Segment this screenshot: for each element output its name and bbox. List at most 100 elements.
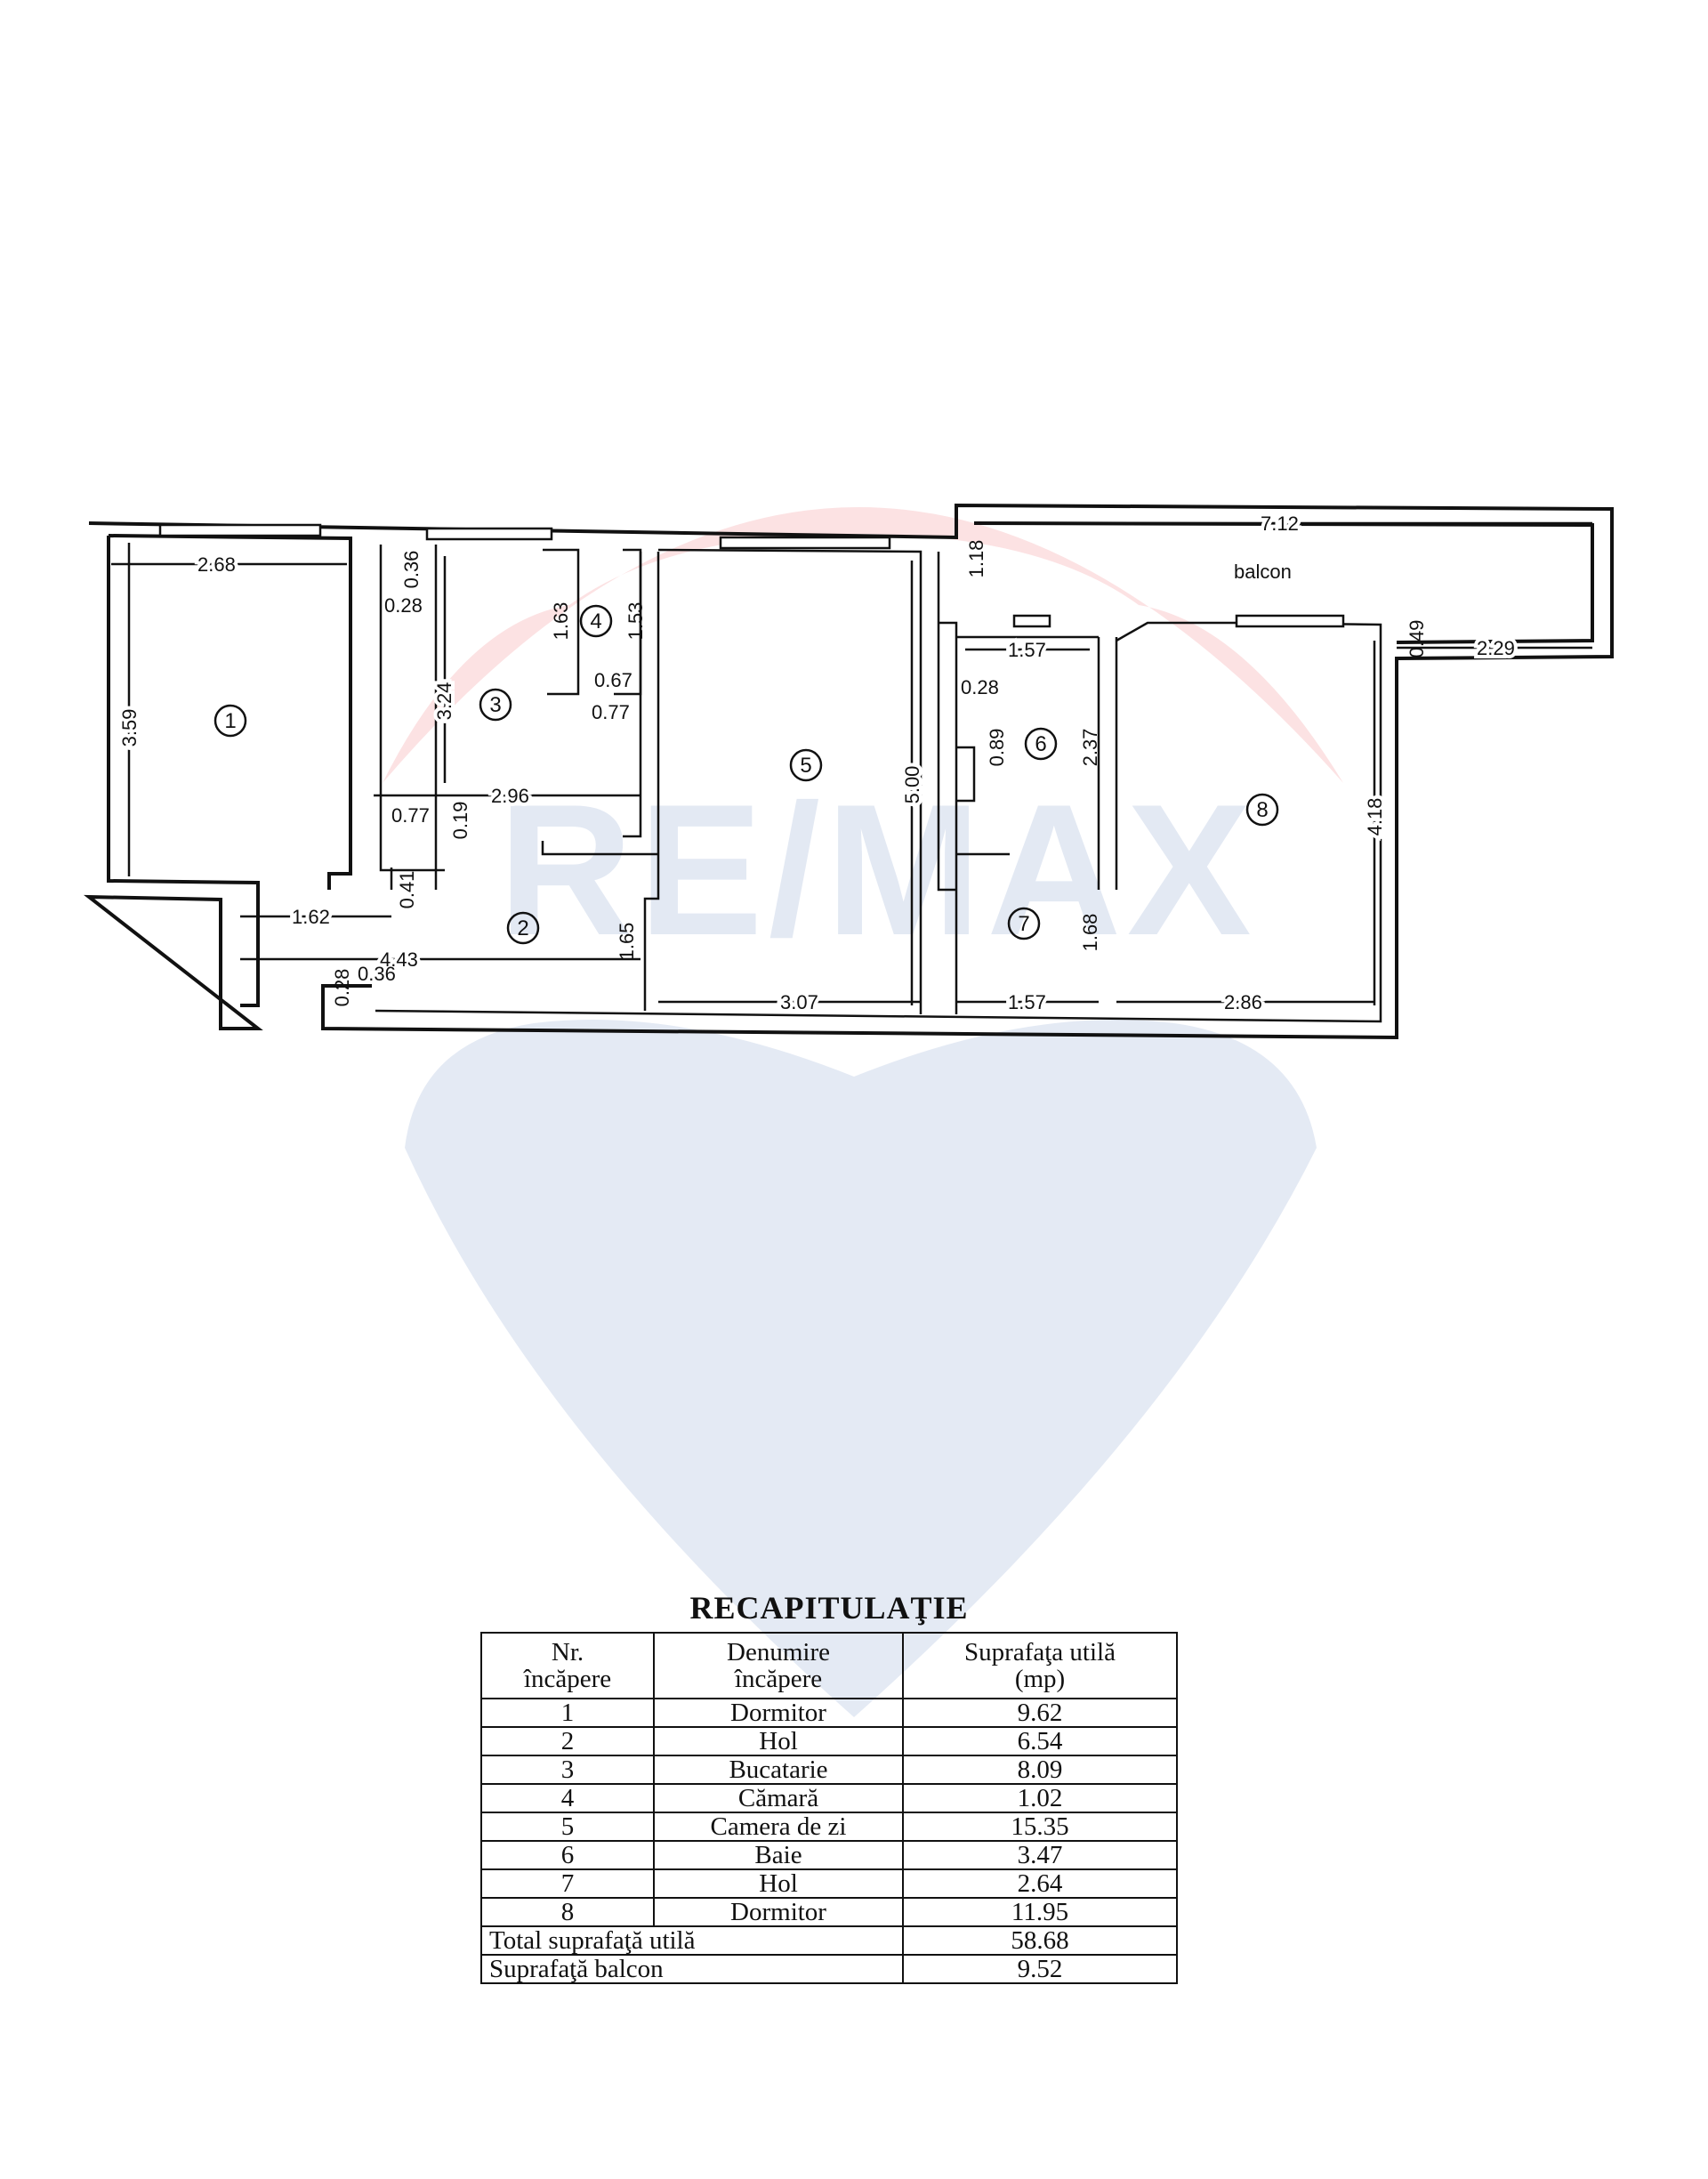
- dim-label: 2.96: [491, 785, 529, 807]
- exterior-walls: [84, 503, 1614, 1040]
- cell-name: Hol: [653, 1726, 904, 1756]
- remax-wordmark: RE/MAX: [498, 765, 1257, 974]
- dim-label: 2.68: [197, 553, 236, 576]
- balcony-area-value: 9.52: [902, 1954, 1178, 1984]
- room-number-1: 1: [214, 704, 247, 738]
- dim-label: 3.24: [433, 682, 455, 721]
- cell-area: 6.54: [902, 1726, 1178, 1756]
- cell-name: Dormitor: [653, 1698, 904, 1728]
- svg-text:3: 3: [489, 693, 501, 717]
- room-number-7: 7: [1007, 907, 1041, 940]
- dim-label: 0.28: [384, 594, 423, 617]
- dim-label: 4.18: [1364, 798, 1386, 836]
- cell-area: 8.09: [902, 1755, 1178, 1785]
- total-value: 58.68: [902, 1925, 1178, 1956]
- dim-label: 1.53: [624, 602, 647, 641]
- header-area-line1: Suprafaţa utilă: [964, 1638, 1116, 1667]
- room-number-3: 3: [479, 688, 512, 722]
- cell-name: Hol: [653, 1868, 904, 1899]
- cell-name: Cămară: [653, 1783, 904, 1813]
- interior-walls: [375, 545, 1382, 1023]
- dim-label: 1.63: [550, 602, 572, 641]
- cell-name: Dormitor: [653, 1897, 904, 1927]
- dim-label: 2.37: [1079, 729, 1101, 767]
- cell-nr: 3: [480, 1755, 655, 1785]
- dim-label: 0.77: [592, 701, 630, 723]
- total-label: Total suprafaţă utilă: [480, 1925, 904, 1956]
- header-nr: Nr. încăpere: [480, 1632, 655, 1699]
- header-area: Suprafaţa utilă (mp): [902, 1632, 1178, 1699]
- dim-label: 0.49: [1406, 620, 1428, 658]
- header-name-line2: încăpere: [734, 1665, 823, 1693]
- cell-area: 1.02: [902, 1783, 1178, 1813]
- dim-label: 1.65: [616, 923, 638, 961]
- dim-label: 0.36: [400, 551, 423, 589]
- dim-label: 1.57: [1008, 639, 1046, 661]
- cell-nr: 6: [480, 1840, 655, 1870]
- dim-label: 1.57: [1008, 991, 1046, 1013]
- cell-name: Baie: [653, 1840, 904, 1870]
- recap-table: Nr. încăpere Denumire încăpere Suprafaţa…: [480, 1632, 1178, 1984]
- svg-text:7: 7: [1018, 912, 1029, 936]
- windows: [158, 523, 1345, 628]
- dim-label: 0.36: [358, 963, 396, 985]
- cell-area: 11.95: [902, 1897, 1178, 1927]
- dim-label: 1.68: [1079, 914, 1101, 952]
- dim-label: 4.43: [380, 948, 418, 971]
- svg-text:6: 6: [1035, 732, 1046, 756]
- dim-label: 2.29: [1477, 637, 1515, 659]
- cell-area: 2.64: [902, 1868, 1178, 1899]
- cell-name: Camera de zi: [653, 1812, 904, 1842]
- dim-label: 0.28: [331, 969, 353, 1007]
- room-number-5: 5: [789, 748, 823, 782]
- balloon-bottom-blue: [405, 1020, 1317, 1717]
- dim-label: 3.59: [118, 709, 141, 747]
- dim-label: 1.62: [292, 906, 330, 928]
- dim-label: 0.89: [986, 729, 1008, 767]
- cell-name: Bucatarie: [653, 1755, 904, 1785]
- table-header-row: Nr. încăpere Denumire încăpere Suprafaţa…: [480, 1632, 1178, 1699]
- dim-label: 1.18: [965, 540, 987, 578]
- cell-nr: 4: [480, 1783, 655, 1813]
- dimension-lines: [111, 521, 1592, 1005]
- svg-text:8: 8: [1256, 798, 1268, 822]
- cell-nr: 7: [480, 1868, 655, 1899]
- dimension-labels: 2.68 3.59 0.36 0.28 3.24 1.63 1.53 0.67 …: [115, 509, 1519, 1017]
- header-area-line2: (mp): [1014, 1665, 1066, 1693]
- cell-area: 9.62: [902, 1698, 1178, 1728]
- cell-nr: 5: [480, 1812, 655, 1842]
- cell-area: 15.35: [902, 1812, 1178, 1842]
- svg-text:5: 5: [800, 754, 811, 778]
- dim-label: 3.07: [780, 991, 818, 1013]
- recap-title: RECAPITULAŢIE: [689, 1590, 969, 1626]
- dim-label: 0.28: [961, 676, 999, 698]
- svg-text:4: 4: [590, 609, 601, 634]
- room-number-2: 2: [506, 911, 540, 945]
- cell-area: 3.47: [902, 1840, 1178, 1870]
- header-nr-line2: încăpere: [523, 1665, 612, 1693]
- dim-label: 0.19: [449, 802, 471, 840]
- balcony-area-label: Suprafaţă balcon: [480, 1954, 904, 1984]
- header-nr-line1: Nr.: [551, 1638, 584, 1667]
- header-name-line1: Denumire: [727, 1638, 830, 1667]
- svg-text:2: 2: [517, 916, 528, 940]
- dim-label: 0.41: [396, 871, 418, 909]
- cell-nr: 2: [480, 1726, 655, 1756]
- balcony-label: balcon: [1234, 561, 1292, 583]
- room-number-6: 6: [1024, 727, 1058, 761]
- recap-section: RECAPITULAŢIE Nr. încăpere Denumire încă…: [480, 1589, 1178, 1984]
- dim-label: 2.86: [1224, 991, 1262, 1013]
- dim-label: 5.00: [901, 766, 923, 804]
